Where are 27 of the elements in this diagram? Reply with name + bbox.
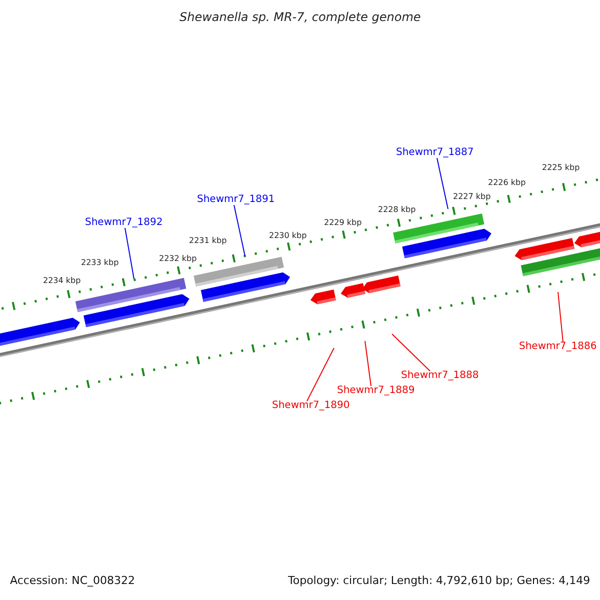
- genome-info-text: Topology: circular; Length: 4,792,610 bp; Genes: 4,149: [288, 575, 590, 586]
- scale-label: 2226 kbp: [488, 179, 526, 187]
- scale-label: 2231 kbp: [189, 237, 227, 245]
- scale-label: 2233 kbp: [81, 259, 119, 267]
- scale-label: 2234 kbp: [43, 277, 81, 285]
- gene-label: Shewmr7_1887: [396, 148, 474, 158]
- gene-label: Shewmr7_1886: [519, 342, 597, 352]
- diagram-title: Shewanella sp. MR-7, complete genome: [180, 11, 421, 23]
- leader-line: [436, 158, 448, 210]
- scale-label: 2232 kbp: [159, 255, 197, 263]
- gene-label: Shewmr7_1891: [197, 195, 275, 205]
- leader-line: [558, 292, 564, 342]
- accession-text: Accession: NC_008322: [10, 575, 136, 586]
- gene-label: Shewmr7_1890: [272, 401, 350, 411]
- gene-label: Shewmr7_1892: [85, 218, 163, 228]
- gene-label: Shewmr7_1889: [337, 386, 415, 396]
- leader-line: [234, 204, 246, 256]
- scale-label: 2229 kbp: [324, 219, 362, 227]
- leader-line: [306, 348, 334, 402]
- scale-label: 2230 kbp: [269, 232, 307, 240]
- leader-line: [392, 334, 430, 372]
- scale-label: 2227 kbp: [453, 193, 491, 201]
- scale-label: 2225 kbp: [542, 164, 580, 172]
- gene-label: Shewmr7_1888: [401, 371, 479, 381]
- scale-label: 2228 kbp: [378, 206, 416, 214]
- leader-line: [124, 228, 134, 280]
- leader-line: [364, 340, 372, 386]
